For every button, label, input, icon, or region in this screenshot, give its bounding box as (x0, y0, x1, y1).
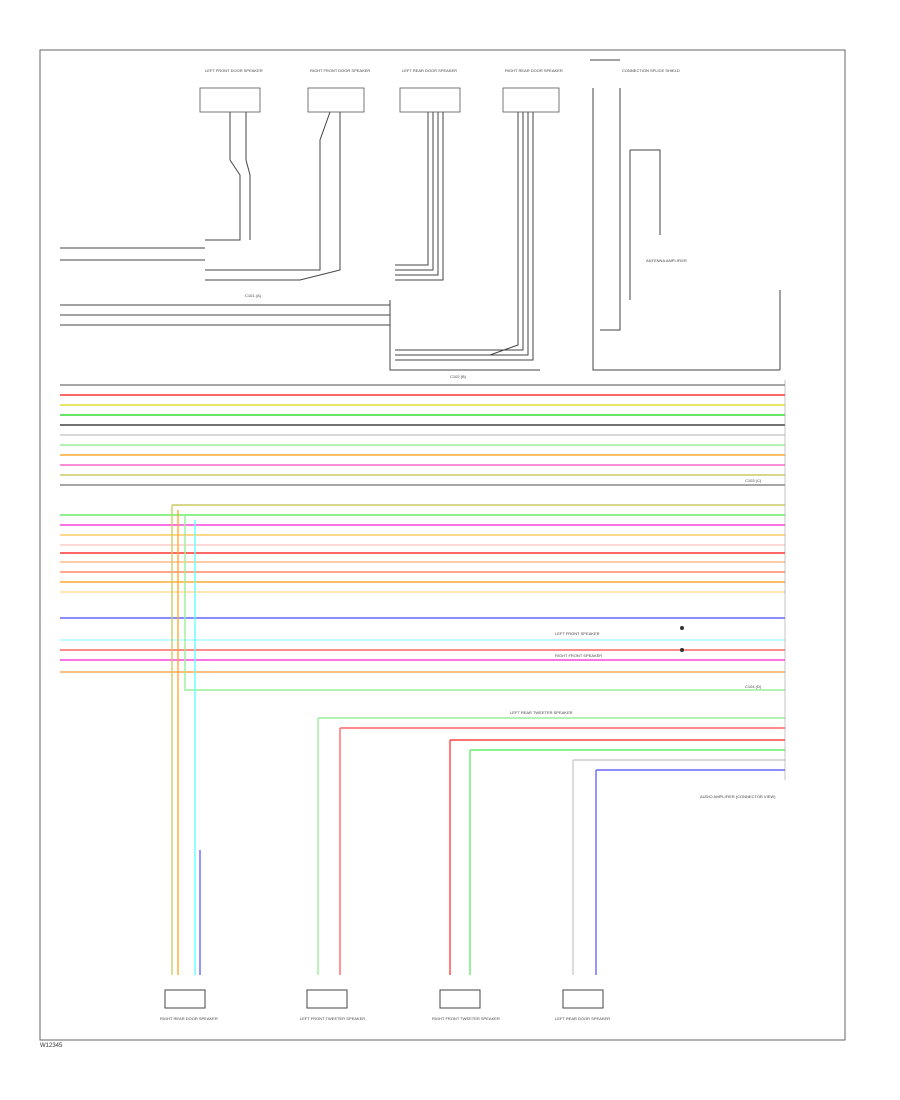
speaker-box (562, 989, 604, 1009)
top-component-label: LEFT REAR DOOR SPEAKER (402, 68, 457, 73)
module-label: AUDIO AMPLIFIER (CONNECTOR VIEW) (700, 794, 776, 799)
top-right-label: CONNECTION SPLICE SHIELD (622, 68, 680, 73)
top-component-box (307, 87, 365, 113)
splice-dot (680, 626, 684, 630)
top-component-label: LEFT FRONT DOOR SPEAKER (205, 68, 263, 73)
speaker-box (439, 989, 481, 1009)
top-component-box (502, 87, 560, 113)
mid-label: LEFT REAR TWEETER SPEAKER (510, 710, 573, 715)
diagram-frame (39, 49, 846, 1041)
top-component-box (199, 87, 261, 113)
bottom-speaker-label: LEFT REAR DOOR SPEAKER (555, 1016, 610, 1021)
splice-dot (680, 648, 684, 652)
mid-label: LEFT FRONT SPEAKER (555, 631, 600, 636)
speaker-drops (171, 504, 785, 975)
connector-label: C102 (B) (450, 374, 467, 379)
top-component-box (399, 87, 461, 113)
connector-label: C104 (D) (745, 684, 762, 689)
bottom-speakers (164, 989, 604, 1009)
connector-label: C103 (C) (745, 478, 762, 483)
connector-label: C101 (A) (245, 293, 262, 298)
top-wiring (60, 59, 781, 371)
speaker-box (164, 989, 206, 1009)
top-component-label: RIGHT REAR DOOR SPEAKER (505, 68, 563, 73)
bottom-speaker-label: RIGHT FRONT TWEETER SPEAKER (432, 1016, 500, 1021)
top-components (199, 87, 560, 113)
speaker-box (306, 989, 348, 1009)
bottom-speaker-label: LEFT FRONT TWEETER SPEAKER (300, 1016, 365, 1021)
harness-group-1 (60, 384, 785, 486)
top-component-label: RIGHT FRONT DOOR SPEAKER (310, 68, 370, 73)
footer-code: W12345 (40, 1043, 63, 1049)
antenna-label: ANTENNA AMPLIFIER (646, 258, 687, 263)
harness-group-2 (60, 514, 785, 673)
mid-label: RIGHT FRONT SPEAKER (555, 653, 602, 658)
bottom-speaker-label: RIGHT REAR DOOR SPEAKER (160, 1016, 218, 1021)
